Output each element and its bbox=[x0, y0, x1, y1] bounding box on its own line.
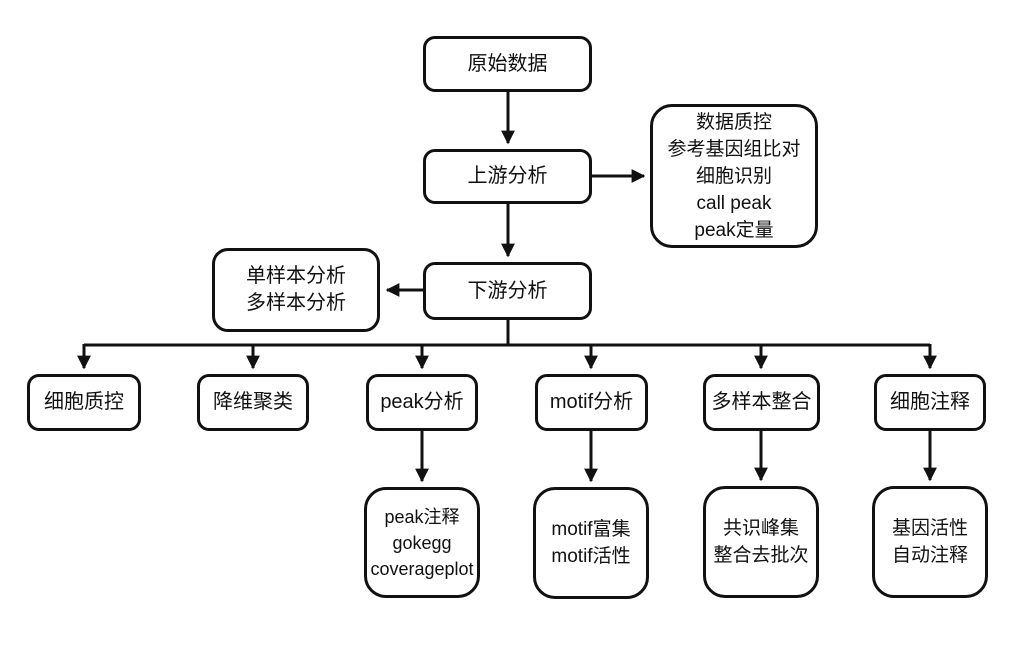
node-downstream-analysis: 下游分析 bbox=[423, 262, 592, 320]
upstream-detail-line: peak定量 bbox=[694, 219, 774, 241]
peak-detail-line: gokegg bbox=[392, 532, 452, 553]
node-annotation-detail: 基因活性 自动注释 bbox=[872, 486, 988, 598]
motif-detail-line: motif活性 bbox=[551, 546, 631, 567]
motif-detail-line: motif富集 bbox=[551, 519, 631, 540]
node-peak-detail: peak注释 gokegg coverageplot bbox=[364, 487, 480, 598]
node-upstream-detail: 数据质控 参考基因组比对 细胞识别 call peak peak定量 bbox=[650, 104, 818, 248]
node-motif-detail: motif富集 motif活性 bbox=[533, 487, 649, 599]
peak-detail-line: coverageplot bbox=[370, 558, 474, 579]
node-cell-annotation-label: 细胞注释 bbox=[890, 391, 970, 413]
node-sample-modes: 单样本分析 多样本分析 bbox=[212, 248, 380, 332]
node-upstream-analysis: 上游分析 bbox=[423, 149, 592, 204]
upstream-detail-line: 参考基因组比对 bbox=[667, 138, 801, 160]
node-cell-annotation: 细胞注释 bbox=[874, 374, 986, 431]
sample-modes-line: 多样本分析 bbox=[246, 292, 346, 314]
node-peak-analysis: peak分析 bbox=[366, 374, 478, 431]
node-motif-analysis-label: motif分析 bbox=[549, 391, 634, 413]
upstream-detail-line: call peak bbox=[696, 192, 772, 214]
integration-detail-line: 共识峰集 bbox=[722, 518, 799, 539]
integration-detail-line: 整合去批次 bbox=[713, 545, 809, 566]
node-multi-sample-integration-label: 多样本整合 bbox=[711, 391, 812, 413]
peak-detail-line: peak注释 bbox=[384, 506, 460, 527]
node-peak-analysis-label: peak分析 bbox=[380, 391, 464, 413]
annotation-detail-line: 自动注释 bbox=[891, 545, 968, 566]
node-multi-sample-integration: 多样本整合 bbox=[703, 374, 820, 431]
node-cell-qc: 细胞质控 bbox=[27, 374, 141, 431]
node-downstream-analysis-label: 下游分析 bbox=[467, 279, 548, 302]
node-integration-detail: 共识峰集 整合去批次 bbox=[703, 486, 819, 598]
node-dim-reduction-clustering: 降维聚类 bbox=[197, 374, 309, 431]
node-cell-qc-label: 细胞质控 bbox=[44, 391, 124, 413]
upstream-detail-line: 细胞识别 bbox=[695, 165, 772, 187]
node-upstream-analysis-label: 上游分析 bbox=[467, 165, 548, 187]
upstream-detail-line: 数据质控 bbox=[695, 111, 772, 133]
node-dim-reduction-label: 降维聚类 bbox=[213, 391, 293, 413]
sample-modes-line: 单样本分析 bbox=[246, 265, 346, 287]
annotation-detail-line: 基因活性 bbox=[891, 518, 968, 539]
node-raw-data: 原始数据 bbox=[423, 36, 592, 92]
node-raw-data-label: 原始数据 bbox=[467, 52, 548, 75]
node-motif-analysis: motif分析 bbox=[535, 374, 648, 431]
